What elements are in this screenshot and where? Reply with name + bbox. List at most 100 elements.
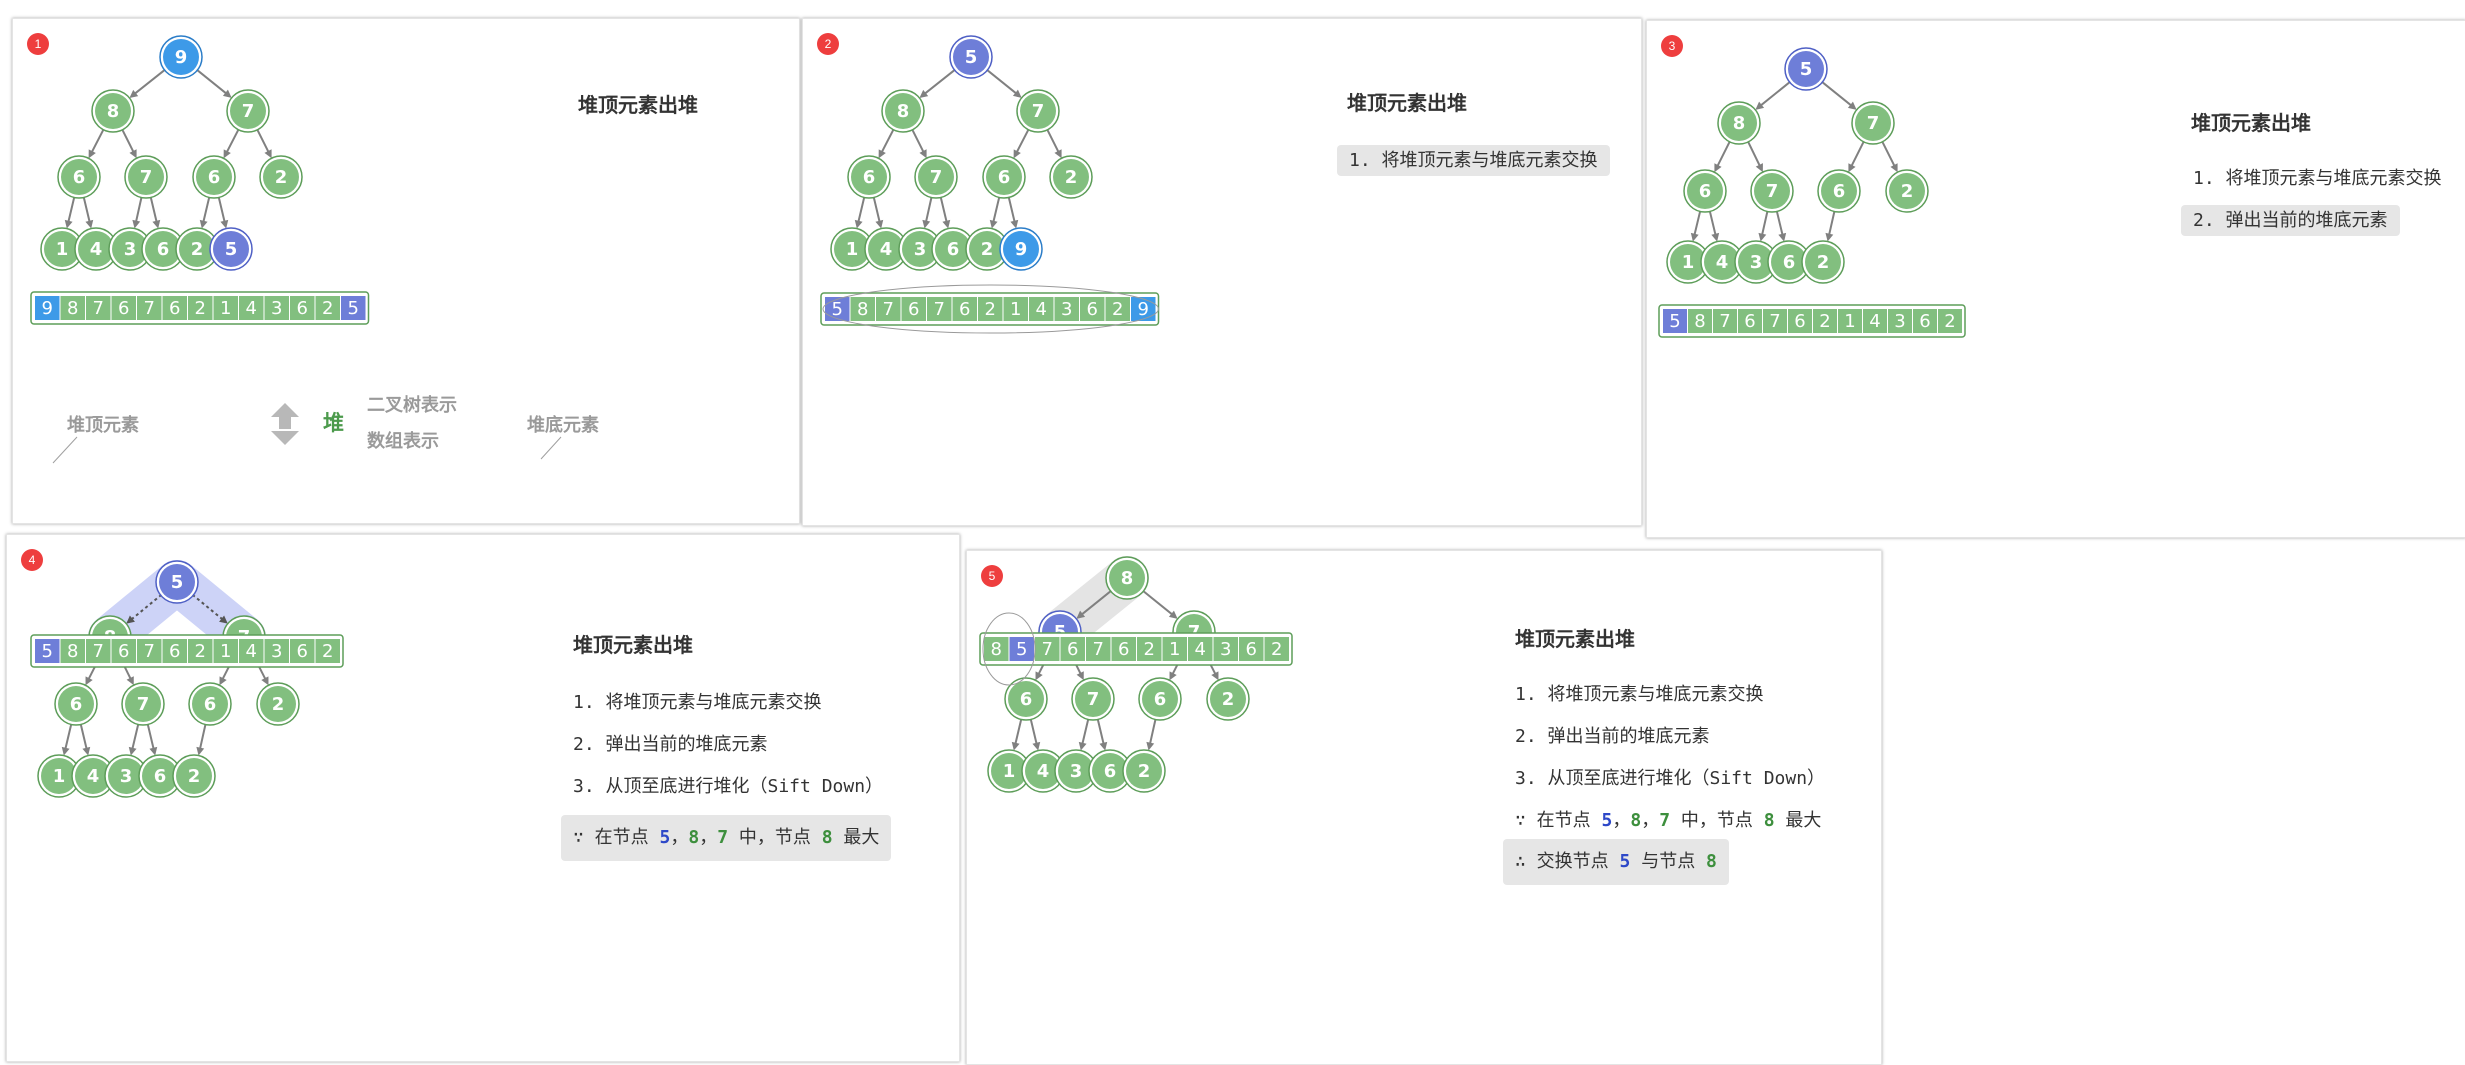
tree-node [263,159,299,195]
array-cell-value: 7 [144,298,155,319]
array-cell-value: 5 [1669,311,1680,332]
tree-node [918,159,954,195]
panel-title: 堆顶元素出堆 [2191,111,2311,135]
tree-node-value: 1 [1682,252,1695,273]
edge-arrowhead [919,89,929,98]
array-cell-value: 7 [93,641,104,662]
tree-node-value: 3 [1750,252,1763,273]
array-cell-value: 8 [857,299,868,320]
array-cell [290,639,315,663]
array-cell [137,296,162,320]
edge-arrowhead [1711,232,1720,242]
tree-node [58,686,94,722]
array-cell-value: 6 [118,641,129,662]
tree-node-value: 1 [53,766,66,787]
array-cell [850,297,875,321]
array-cell [1888,309,1912,333]
heap-top-label: 堆顶元素 [67,415,139,436]
array-cell [1713,309,1737,333]
array-cell-value: 6 [297,641,308,662]
tree-node [1771,244,1807,280]
array-cell-value: 4 [1036,299,1047,320]
array-cell [111,639,136,663]
edge-arrowhead [1168,610,1178,619]
tree-node-value: 7 [140,167,153,188]
tree-edge [1848,140,1865,170]
array-cell-value: 4 [246,298,257,319]
tree-node [1821,173,1857,209]
edge-arrowhead [1099,741,1108,751]
step-1: 1. 将堆顶元素与堆底元素交换 [573,692,822,713]
array-cell [341,296,366,320]
step-1: 1. 将堆顶元素与堆底元素交换 [1337,145,1610,176]
edge-arrowhead [1758,232,1767,242]
array-cell [1029,297,1054,321]
array-cell [264,639,289,663]
tree-node-value: 8 [1733,113,1746,134]
reason-note: ∵ 在节点 5，8，7 中，节点 8 最大 [1515,810,1822,831]
tree-node [75,758,111,794]
array-cell-value: 7 [1093,639,1104,660]
tree-node-value: 6 [208,167,221,188]
array-cell-value: 5 [42,641,53,662]
array-cell [86,639,111,663]
tree-edge [1014,128,1030,157]
panel-5: 5 857676214362857676214362 堆顶元素出堆 1. 将堆顶… [966,550,1882,1065]
array-cell [60,296,85,320]
tree-node [108,758,144,794]
tree-node [885,93,921,129]
edge-arrowhead [942,219,951,229]
edge-arrowhead [126,615,135,624]
edge-arrowhead [196,746,205,756]
tree-edge [1820,80,1855,109]
edge-arrowhead [1013,149,1021,159]
edge-arrowhead [223,149,231,159]
arrow-shaft [279,417,291,429]
step-badge: 3 [1661,35,1683,57]
step-2: 2. 弹出当前的堆底元素 [573,734,768,755]
array-cell [1111,637,1136,661]
edge-arrowhead [1690,232,1699,242]
tree-node [1142,681,1178,717]
edge-arrowhead [129,89,139,98]
edge-arrowhead [1890,163,1898,173]
tree-node-value: 7 [137,694,150,715]
legend-connector [52,436,78,464]
tree-node [125,686,161,722]
array-cell [1054,297,1079,321]
panel-title: 堆顶元素出堆 [573,633,693,657]
tree-node [1075,681,1111,717]
step-list: 1. 将堆顶元素与堆底元素交换 2. 弹出当前的堆底元素 3. 从顶至底进行堆化… [561,685,892,861]
tree-node-value: 6 [1783,252,1796,273]
array-cell-value: 6 [908,299,919,320]
tree-node-value: 6 [157,239,170,260]
edge-arrowhead [878,149,886,159]
tree-node-value: 6 [73,167,86,188]
tree-node [1805,244,1841,280]
tree-node [1109,560,1145,596]
step-3: 3. 从顶至底进行堆化（Sift Down） [573,776,884,797]
tree-edge [1078,589,1113,618]
tree-node-value: 6 [204,694,217,715]
edge-arrowhead [264,149,272,159]
array-cell [1137,637,1162,661]
tree-node [163,39,199,75]
array-cell [1738,309,1762,333]
array-cell [1188,637,1213,661]
edge-arrowhead [1848,163,1856,173]
conclusion-note: ∴ 交换节点 5 与节点 8 [1503,839,1729,885]
tree-node-value: 1 [1003,761,1016,782]
array-cell [825,297,850,321]
tree-node-value: 6 [1833,181,1846,202]
tree-edge [879,128,895,157]
tree-node-value: 4 [87,766,100,787]
array-cell-value: 7 [144,641,155,662]
tree-node-value: 5 [1800,59,1813,80]
tree-repr-label: 二叉树表示 [367,395,457,416]
array-cell-value: 6 [1744,311,1755,332]
tree-edge [1757,80,1792,109]
tree-edge [1881,140,1898,170]
array-cell-value: 3 [271,298,282,319]
tree-node-value: 6 [1154,689,1167,710]
